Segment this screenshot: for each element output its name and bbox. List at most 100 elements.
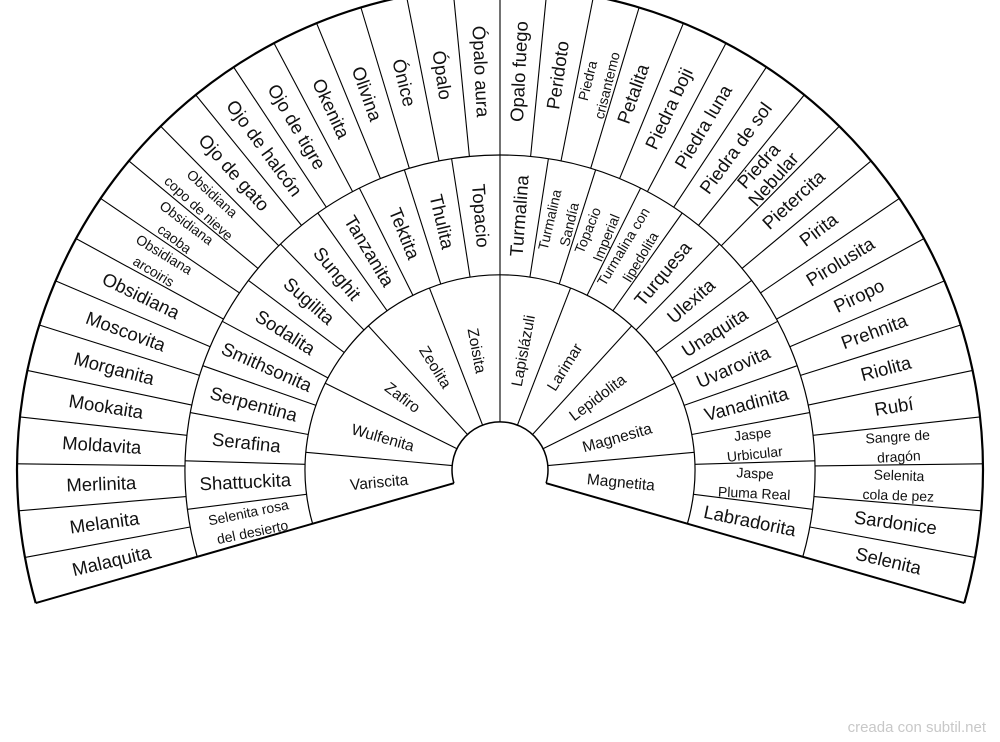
sector-divider <box>305 451 453 467</box>
sector-divider <box>635 243 720 331</box>
stone-label: Magnesita <box>581 420 655 456</box>
stone-label: Moldavita <box>62 432 143 458</box>
sector-divider <box>27 369 192 406</box>
sector-divider <box>453 0 470 157</box>
stone-label: Ulexita <box>663 274 720 328</box>
stone-label: Melanita <box>68 507 141 537</box>
inner-arc <box>451 421 549 484</box>
sector-divider <box>233 66 327 208</box>
sector-divider <box>516 288 572 426</box>
sector-divider <box>776 238 925 320</box>
sector-divider <box>814 463 984 467</box>
edge-line <box>35 482 455 605</box>
sector-divider <box>560 0 594 162</box>
stone-label: Wulfenita <box>349 421 416 455</box>
sector-divider <box>368 325 469 435</box>
sector-divider <box>655 279 752 354</box>
stone-label: Peridoto <box>542 40 573 111</box>
sector-divider <box>19 416 187 436</box>
outer-arc <box>15 0 985 604</box>
stone-label: Sardonice <box>853 507 938 539</box>
sector-divider <box>185 460 306 465</box>
sector-divider <box>403 169 442 285</box>
stone-label: Prehnita <box>838 309 911 353</box>
sector-divider <box>451 158 471 278</box>
sector-divider <box>358 187 414 296</box>
stone-label: Variscita <box>349 472 409 494</box>
stone-label: Serpentina <box>208 382 301 426</box>
sector-divider <box>683 365 798 406</box>
stone-label: Topacio <box>468 183 494 248</box>
stone-label: Mookaita <box>67 390 145 423</box>
stone-label: Zafiro <box>381 379 423 416</box>
stone-label: Zeolita <box>415 343 454 392</box>
sector-divider <box>673 66 767 208</box>
sector-divider <box>222 320 329 379</box>
stone-label: Rubí <box>873 393 916 420</box>
sector-divider <box>813 416 981 436</box>
stone-label: Ópalo aura <box>468 25 493 118</box>
sector-divider <box>55 280 211 348</box>
sector-divider <box>317 212 388 312</box>
sector-divider <box>248 279 345 354</box>
sector-divider <box>698 94 805 226</box>
sector-divider <box>741 160 872 269</box>
stone-label: Selenita rosadel desierto <box>207 496 294 548</box>
stone-label: Shattuckita <box>199 469 292 494</box>
sector-divider <box>760 197 900 294</box>
sector-divider <box>128 160 259 269</box>
stone-label: Opalo fuego <box>506 21 532 123</box>
sector-divider <box>187 493 307 510</box>
stone-label: Larimar <box>544 341 586 395</box>
stone-label: Merlinita <box>66 472 137 496</box>
sector-divider <box>190 412 309 436</box>
fan-lines <box>15 0 985 605</box>
stone-label: JaspePluma Real <box>718 463 792 502</box>
stone-label: Zoisita <box>464 327 489 375</box>
stone-label: Thulita <box>426 192 459 252</box>
sector-divider <box>529 158 549 278</box>
sector-divider <box>542 382 675 450</box>
sector-divider <box>646 42 727 192</box>
sector-divider <box>590 7 640 169</box>
sector-divider <box>813 496 982 512</box>
sector-divider <box>547 451 695 467</box>
credit-text: creada con subtil.net <box>847 719 986 736</box>
sector-divider <box>720 125 840 247</box>
sector-divider <box>360 7 410 169</box>
stone-label: Ópalo <box>428 49 456 101</box>
stone-label: Ónice <box>388 57 420 109</box>
stone-label: Lapislázuli <box>509 314 539 388</box>
sector-divider <box>18 496 187 512</box>
stone-label: Turmalina <box>505 174 532 258</box>
sector-divider <box>530 0 547 157</box>
stone-label: Labradorita <box>702 501 799 541</box>
sector-divider <box>694 460 815 465</box>
stone-label: Selenitacola de pez <box>862 466 935 505</box>
sector-divider <box>671 320 778 379</box>
sector-divider <box>691 412 810 436</box>
sector-divider <box>809 526 976 558</box>
sector-divider <box>75 238 224 320</box>
sector-divider <box>24 526 191 558</box>
sector-divider <box>428 288 484 426</box>
stone-label: JaspeUrbicular <box>724 423 784 465</box>
sector-divider <box>39 324 200 376</box>
sector-divider <box>612 212 683 312</box>
stone-label: Magnetita <box>586 471 656 494</box>
stone-label: Sangre dedragón <box>865 427 932 467</box>
stone-label: Serafina <box>211 428 282 456</box>
edge-line <box>545 482 965 605</box>
stone-label: Riolita <box>858 352 914 386</box>
stone-label: Lepidolita <box>566 371 630 425</box>
sector-divider <box>100 197 240 294</box>
sector-divider <box>800 324 961 376</box>
stone-label: Pirita <box>795 208 842 251</box>
sector-divider <box>406 0 440 162</box>
sector-divider <box>558 169 597 285</box>
sector-divider <box>325 382 458 450</box>
stone-label: Okenita <box>308 75 354 142</box>
sector-divider <box>273 42 354 192</box>
sector-divider <box>16 463 186 467</box>
sector-divider <box>280 243 365 331</box>
